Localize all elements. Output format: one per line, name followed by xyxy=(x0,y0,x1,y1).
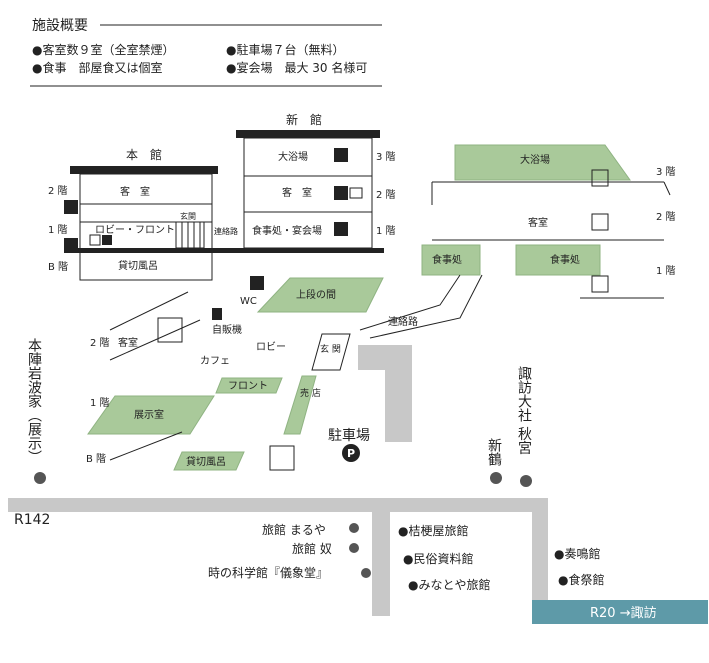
facility-item-banquet: ●宴会場 最大 30 名様可 xyxy=(226,60,367,75)
main-entrance: 玄関 xyxy=(180,211,196,221)
stairs-icon xyxy=(64,200,78,214)
right-large-bath-room xyxy=(454,144,631,181)
iso-front: フロント xyxy=(228,381,268,392)
iso-exhibit: 展示室 xyxy=(134,408,164,421)
landmark-dot-honjin xyxy=(34,472,46,484)
main-guest-room: 客 室 xyxy=(120,185,150,198)
street-map: 本陣岩波家（展示） 新鶴 諏訪大社 秋宮 R142 旅館 まるや 旅館 奴 時の… xyxy=(8,338,708,624)
stairs-icon-iso-2 xyxy=(157,317,183,343)
right-floor-2: 2 階 xyxy=(656,211,676,223)
landmark-gishodo: 時の科学館『儀象堂』 xyxy=(208,565,328,580)
iso-floor-2: 2 階 xyxy=(90,337,110,349)
right-dining2-room xyxy=(515,244,601,276)
new-floor-3: 3 階 xyxy=(376,151,396,163)
facility-item-rooms: ●客室数９室（全室禁煙） xyxy=(32,42,174,57)
iso-cafe: カフェ xyxy=(200,355,230,367)
landmark-dot-shinzuru xyxy=(490,472,502,484)
iso-vending: 自販機 xyxy=(212,323,242,336)
iso-lobby: ロビー xyxy=(256,341,286,353)
facility-item-parking: ●駐車場７台（無料） xyxy=(226,42,344,57)
front-room xyxy=(215,377,283,394)
landmark-marumaya: 旅館 まるや xyxy=(262,522,326,537)
facility-item-meals: ●食事 部屋食又は個室 xyxy=(32,60,162,75)
parking-icon xyxy=(342,444,360,462)
wheelchair-icon-iso xyxy=(250,276,264,290)
facility-heading: 施設概要 xyxy=(32,18,88,34)
main-private-bath: 貸切風呂 xyxy=(118,259,158,272)
new-floor-2: 2 階 xyxy=(376,189,396,201)
iso-floor-b: B 階 xyxy=(86,453,106,465)
exhibit-room xyxy=(87,395,215,435)
landmark-dot-taisha xyxy=(520,475,532,487)
elevator-icon xyxy=(89,234,101,246)
iso-floor-map: 連絡路 上段の間 WC 自販機 カフェ ロビー 玄 関 フロント 売 店 展示室… xyxy=(86,274,483,471)
iso-corridor: 連絡路 xyxy=(388,315,418,328)
landmark-minzoku: ●民俗資料館 xyxy=(403,551,473,566)
new-dining-banquet: 食事処・宴会場 xyxy=(252,224,322,237)
elevator-icon-new-2 xyxy=(334,186,348,200)
landmark-sokyokan: ●奏鳴館 xyxy=(554,546,600,561)
landmark-minatoya: ●みなとや旅館 xyxy=(408,577,490,592)
road-r142: R142 xyxy=(14,512,50,528)
main-floor-2: 2 階 xyxy=(48,185,68,197)
iso-wc: WC xyxy=(240,296,257,307)
right-building-section: 大浴場 客室 食事処 食事処 3 階 2 階 1 階 xyxy=(421,144,676,299)
new-building-roof xyxy=(236,130,380,138)
upper-hall-room xyxy=(256,277,384,313)
landmark-shokusaikan: ●食祭館 xyxy=(558,572,604,587)
main-floor-1: 1 階 xyxy=(48,224,68,236)
landmark-honjin: 本陣岩波家（展示） xyxy=(26,338,42,464)
iso-entrance: 玄 関 xyxy=(320,343,341,355)
main-building-roof xyxy=(70,166,218,174)
right-large-bath: 大浴場 xyxy=(520,153,550,166)
wheelchair-icon xyxy=(102,235,112,245)
ground-line xyxy=(64,248,384,253)
new-building-frame xyxy=(243,137,373,249)
road-network xyxy=(8,498,548,616)
iso-floor-1: 1 階 xyxy=(90,397,110,409)
elevator-icon-right-1 xyxy=(591,275,609,293)
iso-upper-hall: 上段の間 xyxy=(296,288,336,301)
new-corridor: 連絡路 xyxy=(214,226,238,236)
landmark-shinzuru: 新鶴 xyxy=(486,438,502,466)
elevator-icon-right-3 xyxy=(591,169,609,187)
new-building-section: 新 館 大浴場 客 室 食事処・宴会場 連絡路 3 階 2 階 1 階 xyxy=(214,112,396,249)
parking-area xyxy=(358,345,412,442)
iso-entrance-box xyxy=(311,333,351,371)
elevator-icon-new-1 xyxy=(334,222,348,236)
right-floor-1: 1 階 xyxy=(656,265,676,277)
stairs-icon-iso-b xyxy=(269,445,295,471)
right-dining-2: 食事処 xyxy=(550,253,580,266)
parking-icon-label: P xyxy=(347,447,355,460)
iso-parking: 駐車場 xyxy=(328,427,370,444)
main-building-frame xyxy=(79,173,213,281)
private-bath-room xyxy=(173,451,245,471)
landmark-taisha: 諏訪大社 秋宮 xyxy=(516,366,532,455)
main-building-title: 本 館 xyxy=(126,147,162,162)
new-guest-room: 客 室 xyxy=(282,186,312,199)
iso-private-bath: 貸切風呂 xyxy=(186,455,226,468)
right-guest-room: 客室 xyxy=(528,216,548,229)
iso-shop: 売 店 xyxy=(300,387,321,399)
r20-sign xyxy=(532,600,708,624)
shop-room xyxy=(283,375,317,435)
right-dining1-room xyxy=(421,244,481,276)
right-floor-3: 3 階 xyxy=(656,166,676,178)
new-large-bath: 大浴場 xyxy=(278,150,308,163)
new-floor-1: 1 階 xyxy=(376,225,396,237)
landmark-kikyoya: ●桔梗屋旅館 xyxy=(398,523,468,538)
iso-floor-2-guest: 客室 xyxy=(118,336,138,349)
smoking-icon xyxy=(349,187,363,199)
road-r20: R20 →諏訪 xyxy=(590,605,657,621)
right-dining-1: 食事処 xyxy=(432,253,462,266)
main-building-section: 本 館 2 階 1 階 B 階 客 室 ロビー・フロント 玄関 貸切風呂 xyxy=(48,147,218,281)
vending-icon xyxy=(212,308,222,320)
main-floor-b: B 階 xyxy=(48,261,68,273)
main-lobby-front: ロビー・フロント xyxy=(95,224,175,236)
landmark-yakko: 旅館 奴 xyxy=(292,541,332,556)
elevator-icon-new-3 xyxy=(334,148,348,162)
elevator-icon-right-2 xyxy=(591,213,609,231)
new-building-title: 新 館 xyxy=(286,112,322,127)
